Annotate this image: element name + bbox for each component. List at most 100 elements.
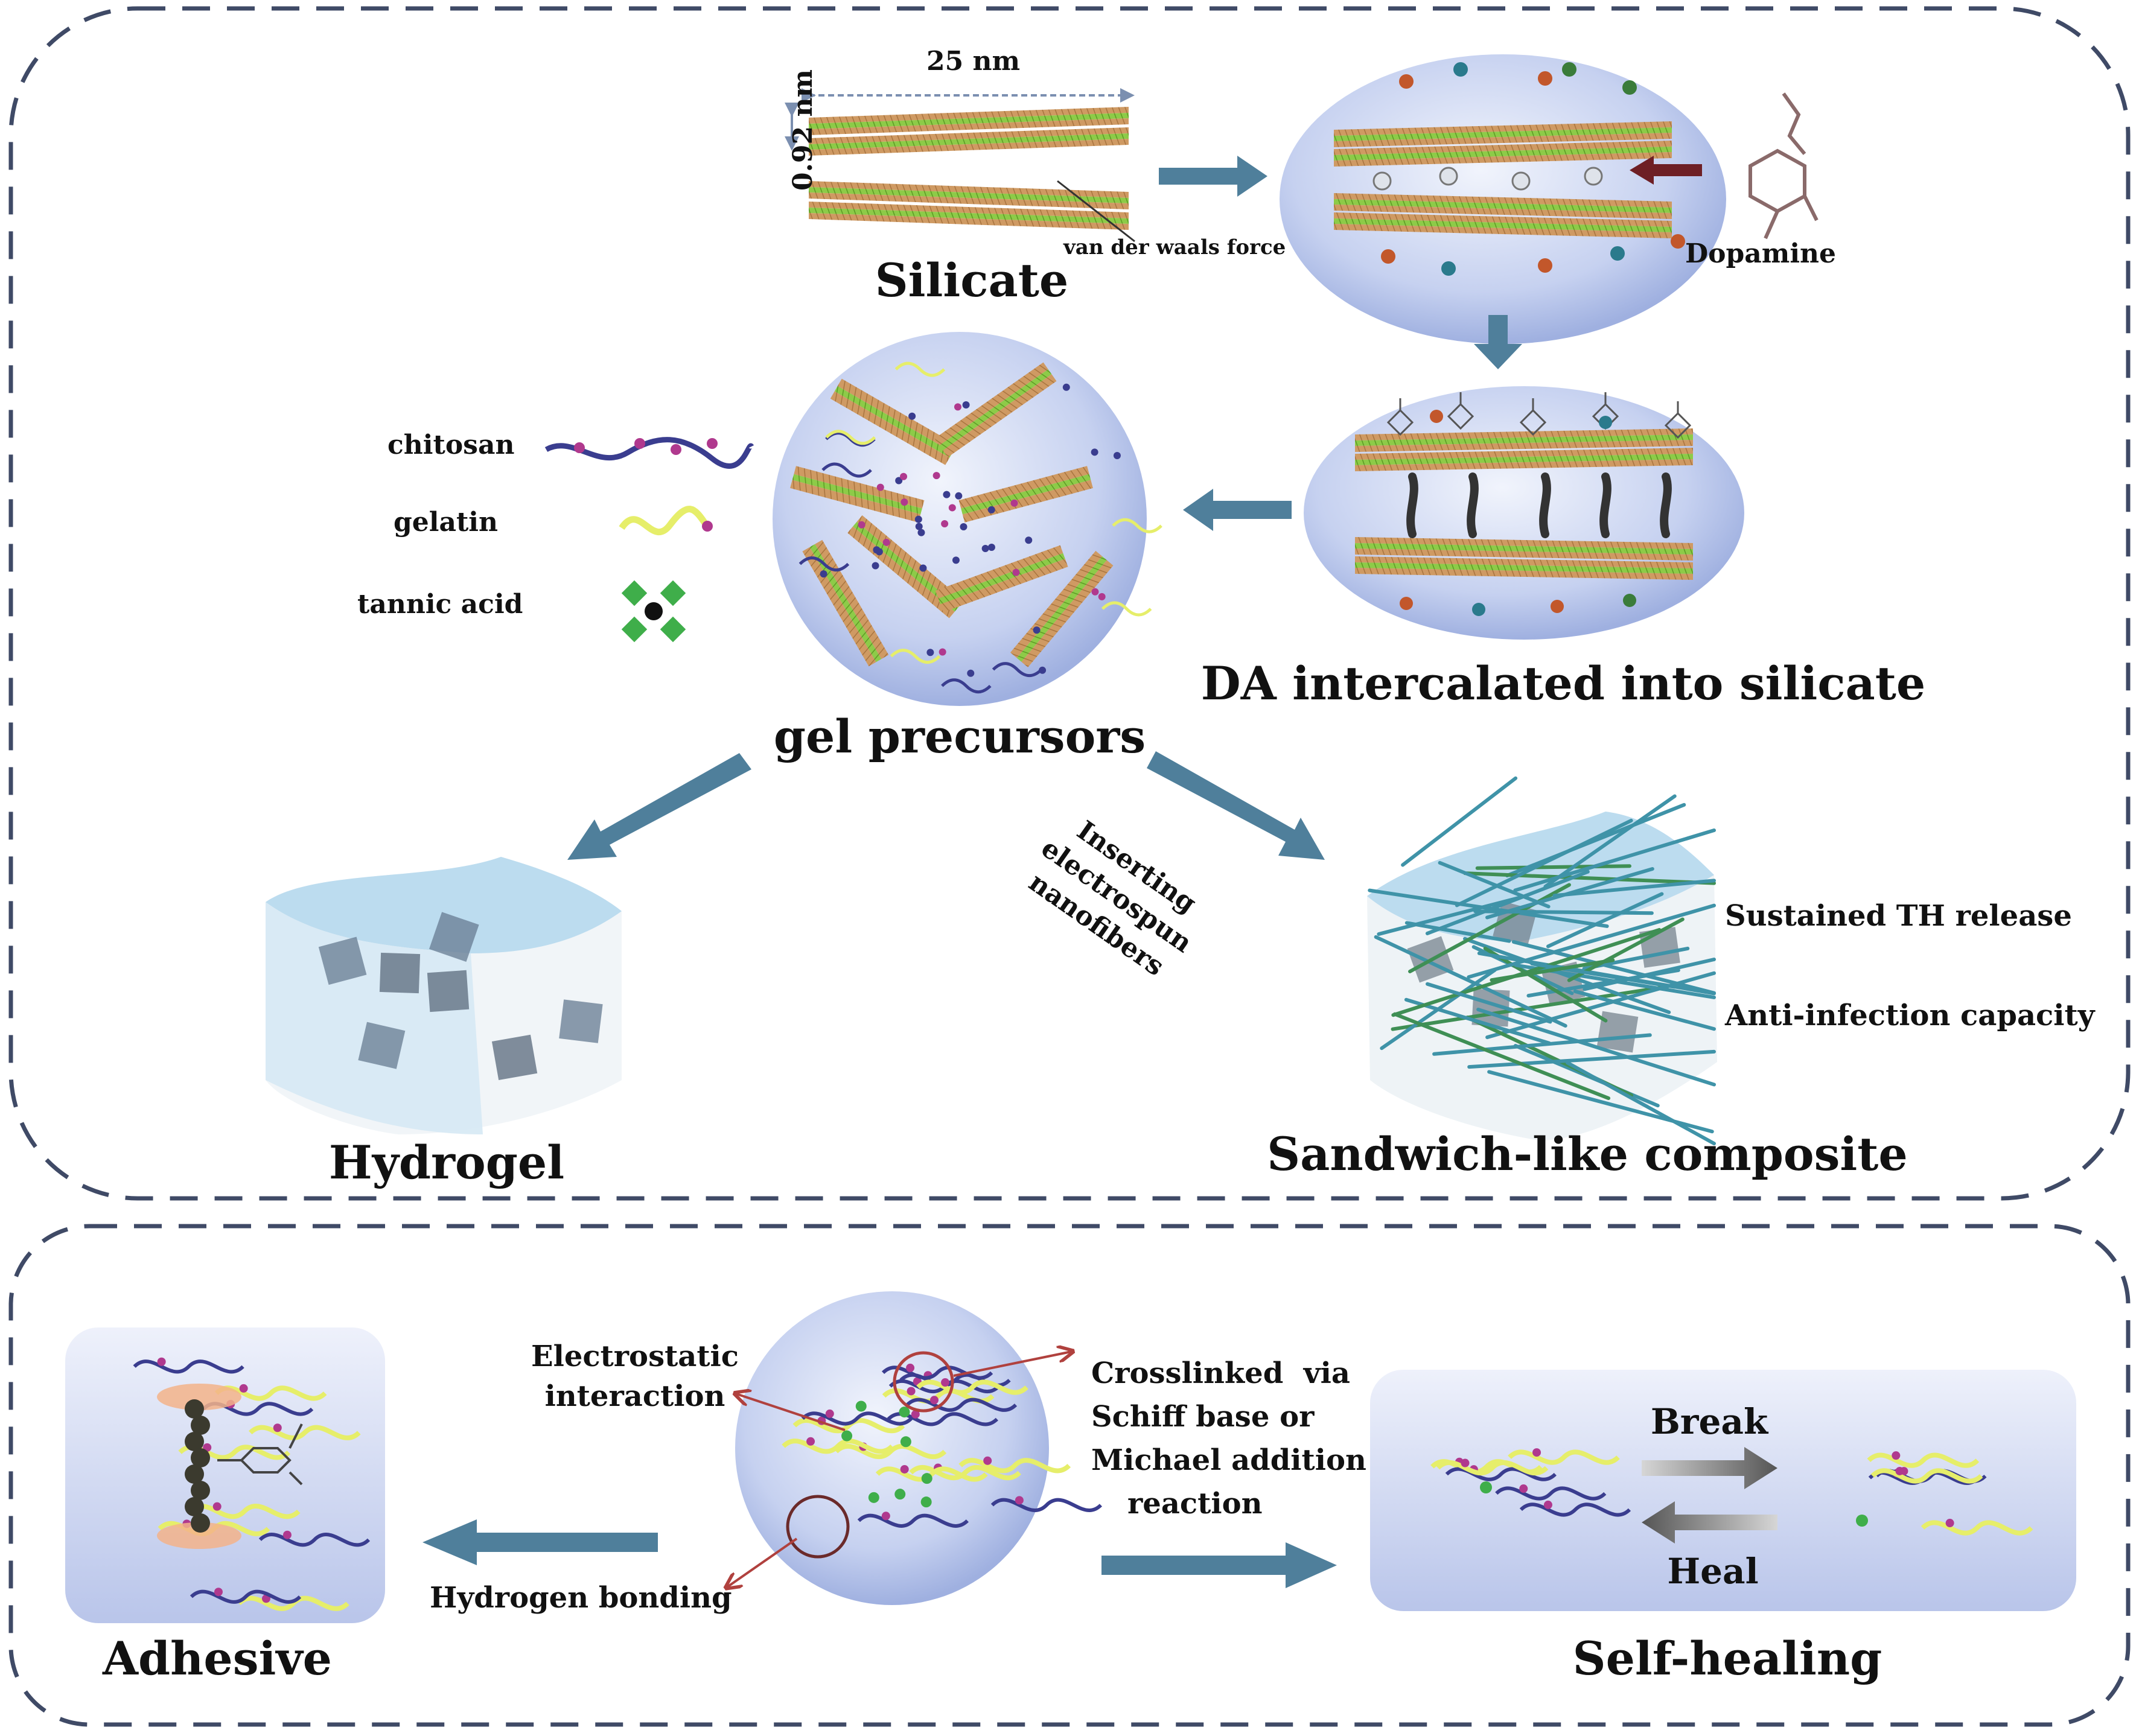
gel-molecule-dot	[939, 648, 946, 656]
gel-molecule-dot	[1010, 499, 1018, 507]
network-dot	[929, 1396, 939, 1405]
adhesive-chain	[133, 1359, 244, 1374]
cation-sphere	[1584, 167, 1603, 186]
tannic-dot	[1480, 1481, 1492, 1493]
network-dot	[1015, 1496, 1024, 1505]
gel-molecule-dot	[962, 401, 970, 409]
gel-silicate-group	[935, 545, 1068, 612]
network-chain	[958, 1458, 1071, 1474]
nanofiber	[1374, 935, 1567, 1028]
hydrogel-label: Hydrogel	[328, 1136, 565, 1189]
gel-sheet-green	[939, 369, 1052, 451]
tannic-dot	[841, 1430, 853, 1442]
network-chain	[990, 1498, 1103, 1512]
adhesive-chain	[214, 1385, 327, 1401]
nanofiber	[1567, 917, 1685, 982]
gel-molecule-dot	[941, 520, 949, 528]
heal-left-chain	[1495, 1486, 1607, 1501]
nanofiber	[1583, 957, 1716, 991]
ion-dot	[1453, 62, 1468, 77]
tannic-dot	[855, 1401, 867, 1412]
electrostatic-pointer	[736, 1394, 846, 1431]
silicate-sheet-tan	[1355, 428, 1693, 440]
gel-molecule-dot	[915, 523, 923, 530]
dopamine-pillar	[1660, 472, 1672, 538]
cation-sphere	[1511, 171, 1531, 191]
ion-dot	[1538, 258, 1552, 273]
nanofiber	[1552, 879, 1716, 898]
gelatin-legend-label: gelatin	[394, 507, 499, 538]
gel-molecule-dot	[914, 515, 922, 523]
nanofiber	[1485, 866, 1654, 920]
ion-dot	[1472, 603, 1485, 616]
silicate-sheet-tan	[809, 213, 1129, 230]
heal-left-chain	[1508, 1449, 1620, 1465]
adhesive-chain	[237, 1595, 349, 1611]
network-dot	[941, 1378, 950, 1387]
gel-silicate-group	[934, 362, 1057, 457]
tannic-dot	[868, 1492, 879, 1503]
gel-molecule-dot	[1012, 568, 1020, 576]
gel-sheet-green	[961, 474, 1091, 515]
silicate-sheet-tan	[1355, 556, 1693, 568]
silicate-sheet-green	[1334, 199, 1672, 213]
heal-left-chain	[1436, 1460, 1549, 1476]
gel-molecule-dot	[882, 538, 890, 546]
catechol-bead	[191, 1448, 210, 1467]
network-chain	[905, 1397, 1018, 1412]
silicate-sheet-tan	[1334, 224, 1672, 238]
gel-sheet-tan	[790, 480, 921, 523]
gel-molecule-dot	[952, 556, 960, 564]
network-chain	[909, 1464, 1021, 1481]
crosslink-line-2: Schiff base or	[1091, 1400, 1315, 1434]
silicate-sheet-tan	[1355, 459, 1693, 471]
gel-molecule-dot	[981, 544, 989, 552]
gel-polymer-chain	[1112, 518, 1162, 533]
gel-sheet-tan	[943, 374, 1057, 457]
gel-sheet-tan	[940, 559, 1068, 612]
catechol-bead	[185, 1432, 204, 1451]
gel-molecule-dot	[943, 491, 951, 498]
break-label: Break	[1650, 1401, 1768, 1442]
dopamine-silicate-stack	[1334, 62, 1685, 276]
nanofiber	[1377, 895, 1523, 936]
gel-silicate-group	[958, 466, 1093, 523]
heal-left-dot	[1532, 1448, 1541, 1457]
crosslink-line-3: Michael addition	[1091, 1443, 1366, 1477]
crosslink-label: Crosslinked via Schiff base or Michael a…	[1091, 1352, 1366, 1525]
silicate-sheet-tan	[809, 181, 1129, 198]
silicate-sheet-tan	[1355, 448, 1693, 460]
gel-molecule-dot	[901, 498, 908, 506]
ion-dot	[1538, 71, 1552, 86]
gelatin-legend-icon	[619, 506, 709, 536]
gel-molecule-dot	[895, 477, 903, 485]
gel-polymer-chain	[825, 430, 876, 445]
nanofiber	[1392, 1012, 1611, 1101]
silicate-sheet-tan	[1334, 152, 1672, 167]
heal-right-dot	[1895, 1466, 1904, 1475]
silicate-sheet-green	[809, 133, 1129, 150]
gel-precursors-content	[790, 361, 1162, 694]
chitosan-legend-label: chitosan	[387, 430, 515, 460]
bottom-panel-frame	[8, 1224, 2131, 1727]
property-anti-infection: Anti-infection capacity	[1725, 999, 2095, 1032]
crosslink-line-4: reaction	[1127, 1487, 1263, 1521]
nanofiber	[1432, 1033, 1652, 1056]
dopamine-molecule	[1664, 401, 1692, 439]
ion-dot	[1551, 600, 1564, 613]
gel-sheet-tan	[794, 466, 925, 509]
dopamine-molecule	[1447, 392, 1474, 430]
network-chain	[782, 1439, 894, 1454]
gel-molecule-dot	[876, 483, 884, 491]
hydrogel-block	[427, 970, 470, 1013]
silicate-sheet-green	[1355, 543, 1693, 555]
nanofiber	[1463, 871, 1716, 885]
adhesive-interface	[157, 1522, 241, 1549]
silicate-sheet-tan	[809, 127, 1129, 144]
catechol-bead	[185, 1464, 204, 1484]
silicate-sheet-green	[809, 208, 1129, 224]
nanofiber	[1566, 1061, 1716, 1146]
nanofiber	[1426, 982, 1552, 1024]
hydrogel-block	[429, 912, 479, 962]
gel-molecule-dot	[1091, 448, 1098, 456]
